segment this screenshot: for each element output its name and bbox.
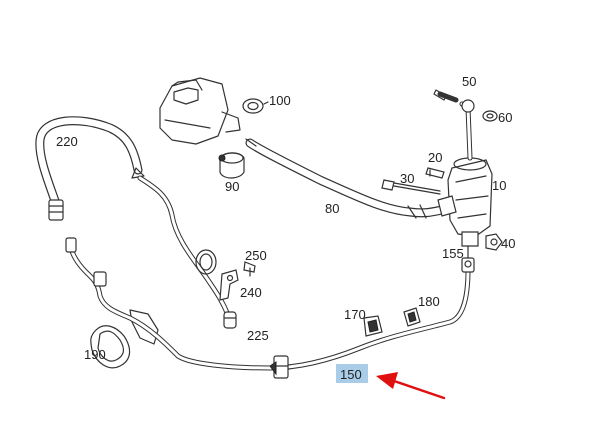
clip-60 bbox=[482, 110, 498, 122]
bracket-240 bbox=[219, 269, 239, 301]
hose-80 bbox=[245, 138, 447, 219]
cap-90 bbox=[218, 152, 245, 179]
label-20: 20 bbox=[428, 150, 442, 165]
label-40: 40 bbox=[501, 236, 515, 251]
clip-170 bbox=[363, 315, 383, 337]
line-150 bbox=[65, 237, 471, 379]
label-170: 170 bbox=[344, 307, 366, 322]
label-220: 220 bbox=[56, 134, 78, 149]
seal-190 bbox=[90, 309, 159, 369]
label-60: 60 bbox=[498, 110, 512, 125]
label-150: 150 bbox=[340, 367, 362, 382]
label-150-highlight bbox=[336, 364, 368, 383]
label-50: 50 bbox=[462, 74, 476, 89]
label-80: 80 bbox=[325, 201, 339, 216]
reservoir bbox=[159, 77, 241, 145]
line-225 bbox=[137, 175, 237, 329]
label-100: 100 bbox=[269, 93, 291, 108]
label-90: 90 bbox=[225, 179, 239, 194]
label-30: 30 bbox=[400, 171, 414, 186]
screw-250 bbox=[243, 261, 256, 277]
label-180: 180 bbox=[418, 294, 440, 309]
bolt-30 bbox=[381, 179, 441, 195]
pushrod-50 bbox=[433, 89, 475, 161]
label-10: 10 bbox=[492, 178, 506, 193]
clip-180 bbox=[403, 307, 421, 327]
fitting-155 bbox=[461, 257, 475, 273]
highlighted-label-150: 150 bbox=[336, 364, 368, 383]
label-155: 155 bbox=[442, 246, 464, 261]
label-190: 190 bbox=[84, 347, 106, 362]
part-labels: 50 60 100 220 20 30 10 90 80 40 155 250 … bbox=[56, 74, 515, 362]
label-250: 250 bbox=[245, 248, 267, 263]
label-225: 225 bbox=[247, 328, 269, 343]
oval-clip bbox=[195, 249, 217, 275]
master-cylinder-10 bbox=[437, 157, 493, 259]
label-240: 240 bbox=[240, 285, 262, 300]
bolt-20 bbox=[425, 167, 445, 179]
pointer-arrow bbox=[376, 372, 446, 400]
ring-100 bbox=[242, 98, 269, 114]
nut-40 bbox=[485, 233, 503, 251]
